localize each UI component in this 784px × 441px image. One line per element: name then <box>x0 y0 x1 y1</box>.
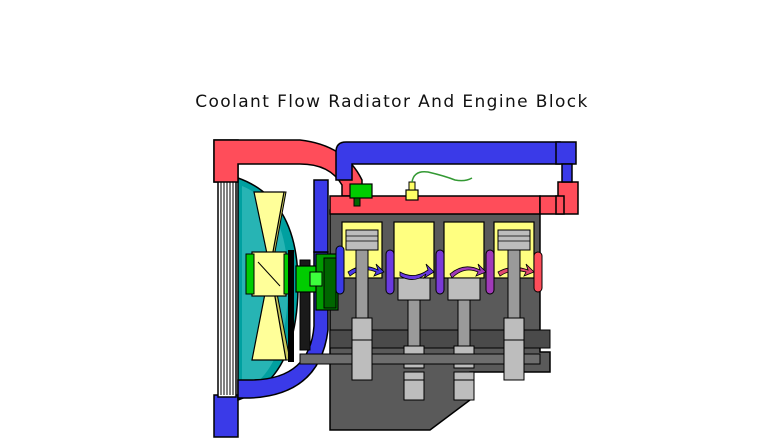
diagram-title: Coolant Flow Radiator And Engine Block <box>195 92 589 112</box>
fan <box>245 191 293 361</box>
temperature-sender <box>405 170 473 201</box>
water-pump <box>295 253 339 311</box>
water-jacket <box>335 245 543 295</box>
cylinder-3 <box>443 221 485 301</box>
cylinder-2 <box>393 221 435 301</box>
flow-arrow-2 <box>399 263 435 280</box>
flow-arrow-3 <box>449 263 487 279</box>
fan-belt <box>288 250 311 362</box>
hot-coolant-path <box>213 139 579 215</box>
thermostat <box>349 183 373 207</box>
crankshaft <box>299 339 541 401</box>
